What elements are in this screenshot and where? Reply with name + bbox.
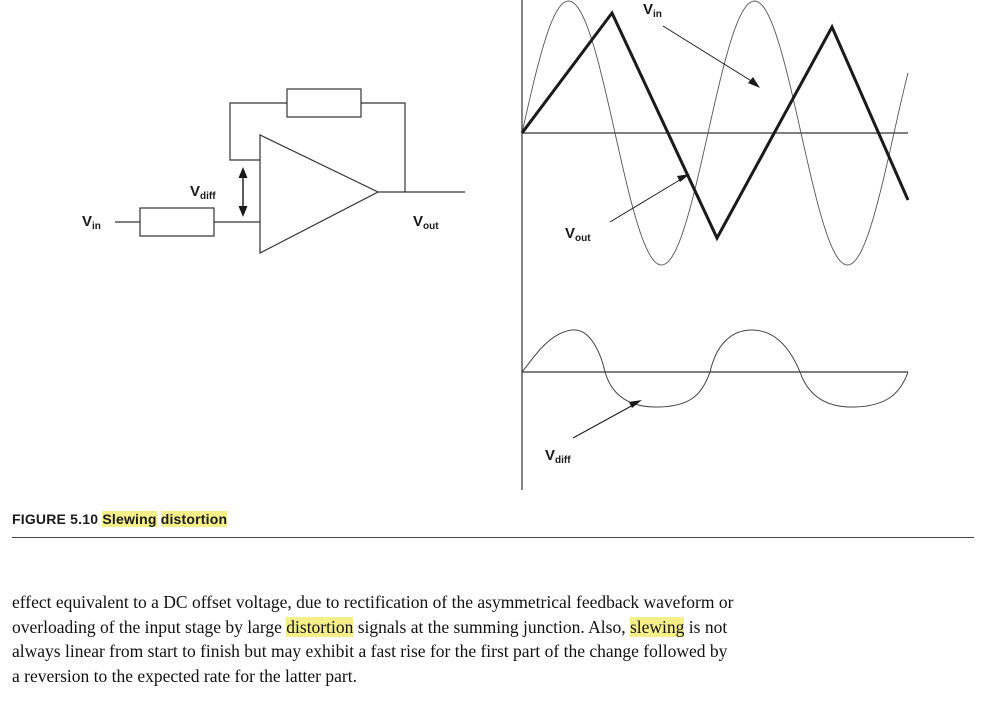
feedback-wire — [229, 102, 287, 161]
highlight-distortion: distortion — [286, 616, 354, 637]
paragraph-line-4: a reversion to the expected rate for the… — [12, 665, 357, 686]
paragraph-line-2a: overloading of the input stage by large — [12, 616, 287, 637]
highlight-slewing: slewing — [629, 616, 685, 637]
vin-sine-wave — [521, 0, 909, 266]
vdiff-wave — [521, 329, 909, 408]
caption-highlight-distortion: distortion — [160, 511, 228, 527]
feedback-resistor — [286, 88, 362, 118]
feedback-wire-2 — [361, 102, 406, 192]
caption-prefix: FIGURE 5.10 — [12, 511, 103, 527]
circuit-vin-label: Vin — [82, 213, 101, 232]
opamp-triangle — [259, 134, 380, 254]
paragraph-line-1: effect equivalent to a DC offset voltage… — [12, 592, 734, 612]
opamp-circuit — [115, 88, 465, 254]
waveform-axes — [521, 0, 908, 490]
graph-vin-label: Vin — [643, 1, 662, 20]
slewing-figure: Vin Vdiff Vout Vin Vout Vdiff — [82, 0, 910, 490]
figure-caption: FIGURE 5.10 Slewing distortion — [12, 511, 228, 527]
input-resistor — [139, 207, 215, 237]
caption-highlight-slewing: Slewing — [102, 511, 157, 527]
body-paragraph: effect equivalent to a DC offset voltage… — [12, 590, 977, 688]
paragraph-line-2b: signals at the summing junction. Also, — [353, 616, 630, 637]
circuit-vout-label: Vout — [413, 213, 439, 232]
paragraph-line-3: always linear from start to finish but m… — [12, 641, 728, 661]
graph-vout-label: Vout — [565, 225, 591, 244]
graph-pointers — [572, 25, 760, 439]
graph-vdiff-label: Vdiff — [545, 447, 571, 466]
caption-divider — [12, 537, 974, 538]
paragraph-line-2c: is not — [684, 616, 728, 637]
vout-triangle-wave — [520, 10, 910, 242]
circuit-vdiff-label: Vdiff — [190, 183, 216, 202]
vdiff-arrow — [238, 167, 248, 217]
